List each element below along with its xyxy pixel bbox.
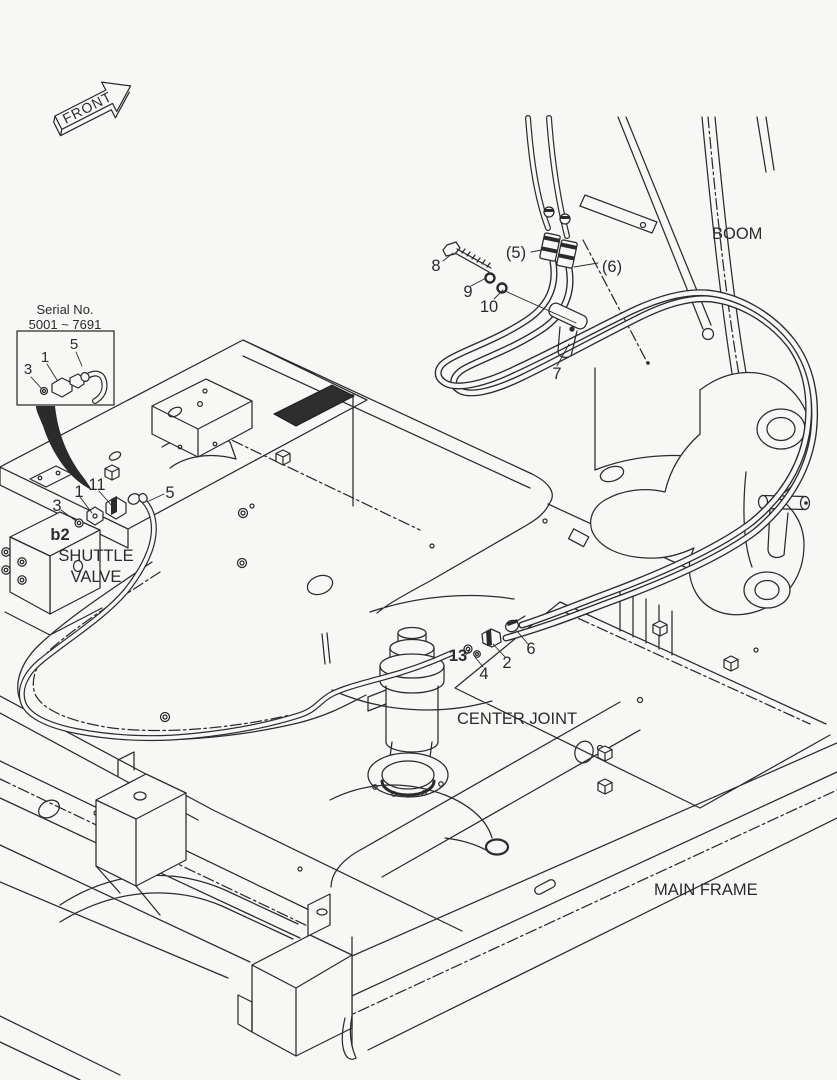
corner-bracket: [237, 893, 357, 1060]
hydraulic-hoses: [18, 115, 819, 742]
label-boom: BOOM: [712, 225, 762, 243]
callout-1: 1: [74, 483, 83, 501]
component-labels: BOOM MAIN FRAME CENTER JOINT SHUTTLE VAL…: [58, 225, 762, 899]
front-direction-arrow: FRONT: [53, 81, 132, 137]
callout-labels: 8 9 10 (5) (6) 7 1 11 3 5 b2 13 4 2 6: [50, 244, 622, 683]
label-center-joint: CENTER JOINT: [457, 710, 577, 728]
main-frame-structure: [0, 239, 837, 1080]
fitting-6-stack: [556, 239, 578, 269]
callout-2: 2: [502, 654, 511, 672]
label-shuttle-valve-line1: SHUTTLE: [58, 547, 133, 565]
port-label-b2: b2: [50, 526, 69, 544]
serial-box-fitting: [39, 370, 108, 404]
serial-pointer-swoosh: [36, 406, 92, 490]
washer-9: [484, 272, 496, 284]
callout-5: 5: [165, 484, 174, 502]
fitting-5-stack: [539, 232, 561, 262]
serial-callout-3: 3: [24, 361, 32, 378]
boom-foot-bracket: [590, 371, 812, 616]
serial-callout-1: 1: [41, 349, 49, 366]
callout-leader-lines: [60, 248, 599, 668]
label-shuttle-valve-line2: VALVE: [71, 568, 122, 586]
center-joint-assembly: [329, 626, 510, 856]
serial-note-box: Serial No. 5001 ~ 7691 5 1 3: [16, 302, 115, 490]
callout-13: 13: [449, 647, 467, 665]
fittings: [74, 194, 658, 658]
pedestal-bracket: [95, 751, 187, 916]
nut-blocks: [104, 449, 739, 795]
callout-8: 8: [431, 257, 440, 275]
label-main-frame: MAIN FRAME: [654, 881, 758, 899]
valve-ports: [1, 547, 27, 585]
callout-9: 9: [463, 283, 472, 301]
callout-7: 7: [552, 365, 561, 383]
washer-10: [496, 282, 508, 294]
callout-10: 10: [480, 298, 498, 316]
hose-clip: [567, 528, 590, 548]
serial-callout-5: 5: [70, 336, 78, 353]
callout-4: 4: [479, 665, 488, 683]
callout-6: 6: [526, 640, 535, 658]
bolt-8: [442, 241, 492, 273]
boom-pipe-elbows: [543, 194, 658, 234]
serial-note-range: 5001 ~ 7691: [29, 317, 102, 332]
callout-11: 11: [88, 476, 105, 494]
callout-5-paren: (5): [506, 244, 526, 262]
joint-fitting-cluster: [463, 615, 526, 658]
serial-note-title: Serial No.: [36, 302, 93, 317]
callout-6-paren: (6): [602, 258, 622, 276]
callout-3: 3: [52, 497, 61, 515]
boom-structure: [617, 116, 775, 387]
front-arrow-label: FRONT: [60, 88, 115, 126]
hose-clamp: [548, 302, 588, 330]
